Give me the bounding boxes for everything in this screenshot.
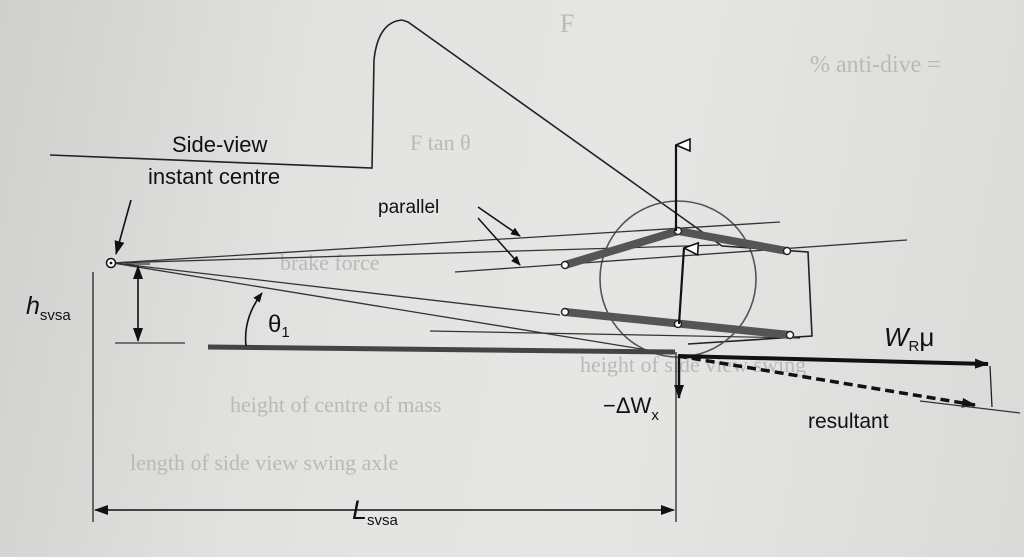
ghost-text-2: F bbox=[560, 9, 574, 38]
line-upper-parallel bbox=[454, 239, 908, 273]
h-svsa-label-main: h bbox=[26, 292, 40, 320]
ghost-text-3: brake force bbox=[280, 250, 380, 275]
wr-mu-label: WRμ bbox=[884, 322, 934, 355]
theta-label-sub: 1 bbox=[281, 324, 289, 341]
ghost-text-6: length of side view swing axle bbox=[130, 450, 398, 475]
pivot-upper-rear bbox=[782, 246, 792, 256]
theta-label-main: θ bbox=[268, 311, 281, 338]
background-ghost-text: % anti-dive = F brake force height of si… bbox=[130, 9, 941, 475]
h-svsa-label-sub: svsa bbox=[40, 307, 72, 324]
ghost-text-7: F tan θ bbox=[410, 130, 471, 155]
vehicle-body-outline bbox=[49, 19, 813, 345]
resultant-label: resultant bbox=[808, 410, 889, 433]
instant-centre-dot bbox=[109, 261, 113, 265]
pivot-lower-rear bbox=[785, 330, 795, 340]
line-ic-to-upper-parallel bbox=[112, 221, 781, 264]
line-lower-parallel bbox=[429, 330, 801, 339]
resultant-force-arrow bbox=[677, 354, 976, 408]
ghost-text-1: % anti-dive = bbox=[810, 52, 941, 78]
upper-link-rear bbox=[674, 227, 791, 255]
ground-line bbox=[207, 344, 676, 355]
ic-label-line1: Side-view bbox=[172, 132, 267, 157]
l-svsa-label-main: L bbox=[352, 495, 367, 525]
l-svsa-label-sub: svsa bbox=[367, 512, 399, 529]
h-svsa-label: hsvsa bbox=[26, 292, 71, 324]
lower-force-arrow bbox=[677, 248, 684, 325]
delta-wx-label: −ΔWx bbox=[603, 393, 659, 424]
l-svsa-label: Lsvsa bbox=[352, 495, 399, 529]
theta-label: θ1 bbox=[268, 311, 290, 341]
ic-label-line2: instant centre bbox=[148, 164, 280, 189]
wr-mu-label-mu: μ bbox=[919, 322, 934, 352]
delta-wx-label-sub: x bbox=[651, 407, 659, 424]
upper-link-front bbox=[561, 227, 682, 269]
wr-mu-brake-force-arrow bbox=[677, 354, 989, 369]
pivot-lower-mid bbox=[673, 319, 683, 329]
vector-closing-line bbox=[989, 365, 993, 408]
delta-wx-label-main: −ΔW bbox=[603, 393, 652, 418]
wr-mu-label-main: W bbox=[884, 322, 911, 352]
parallel-arrow-lower bbox=[477, 217, 521, 266]
pivot-lower-front bbox=[560, 307, 570, 317]
resultant-extension-line bbox=[919, 400, 1021, 414]
line-ic-to-contact bbox=[112, 262, 673, 355]
theta-angle-arc bbox=[244, 292, 263, 347]
ghost-text-5: height of centre of mass bbox=[230, 392, 441, 417]
suspension-links bbox=[560, 226, 795, 340]
pivot-upper-front bbox=[560, 260, 570, 270]
wr-mu-label-sub: R bbox=[909, 338, 920, 355]
parallel-label: parallel bbox=[378, 197, 439, 218]
parallel-arrow-upper bbox=[477, 206, 521, 237]
line-ic-to-lower-link bbox=[112, 262, 561, 316]
instant-centre-pointer-arrow bbox=[114, 199, 132, 255]
